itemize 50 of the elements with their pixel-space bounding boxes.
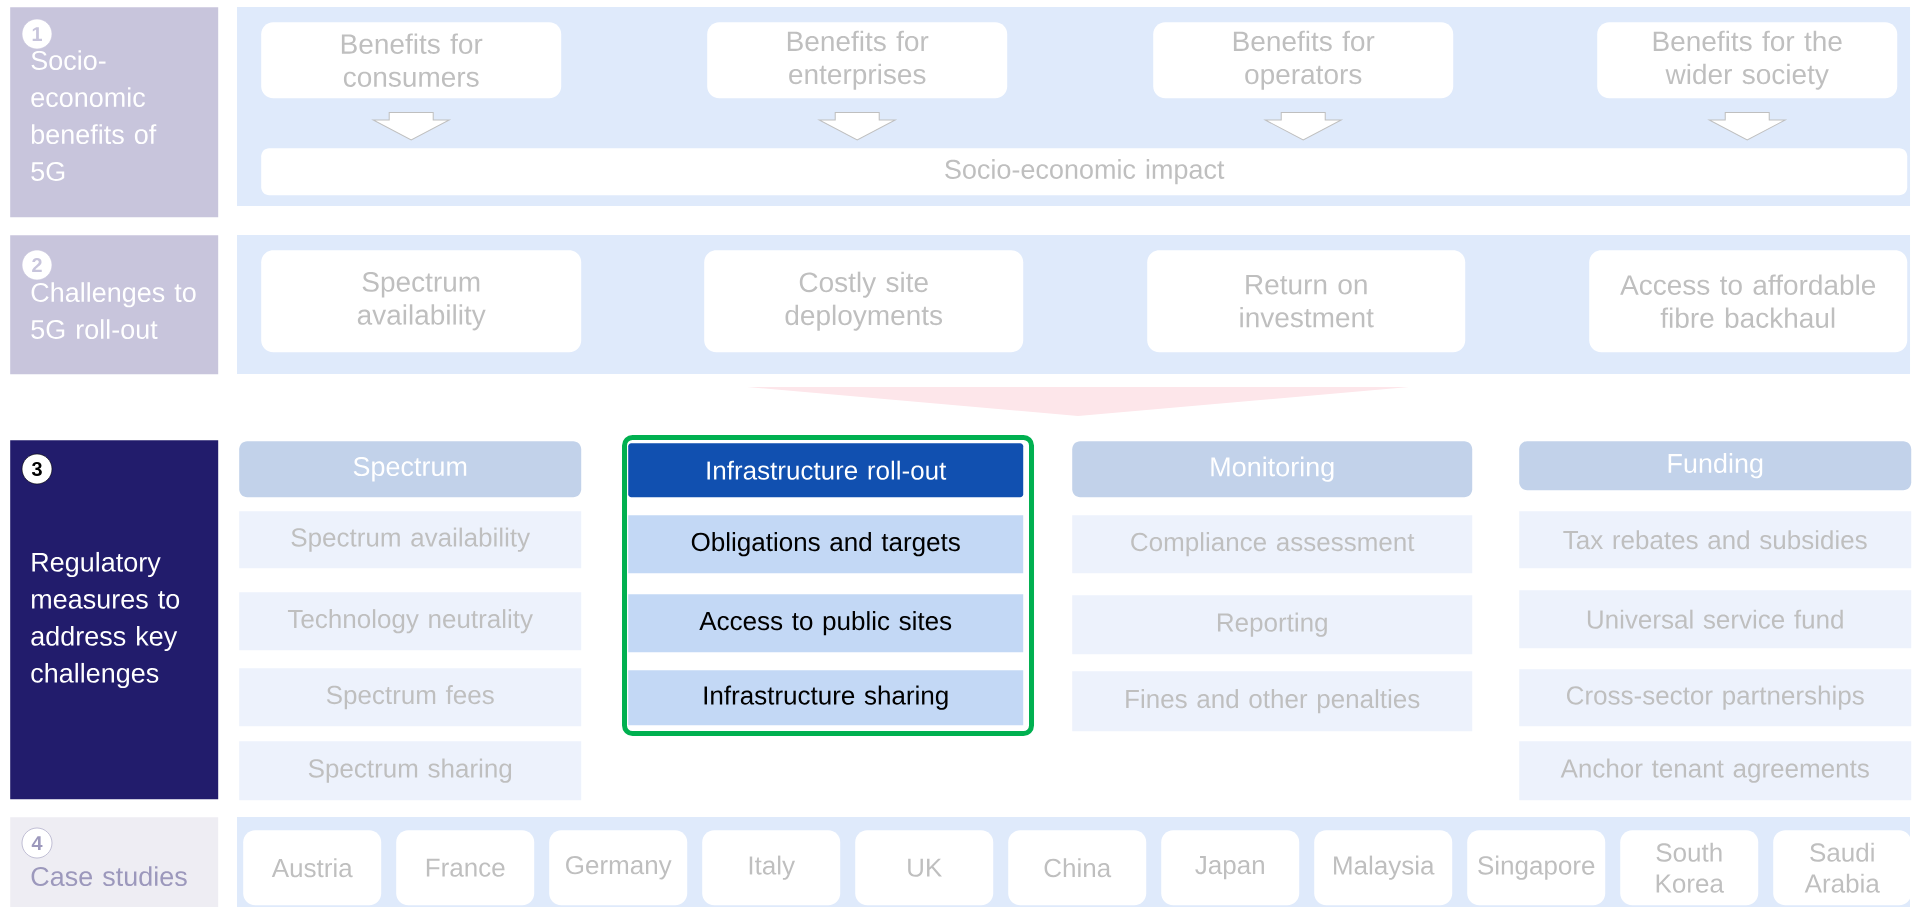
text-box: Spectrum availability <box>261 250 582 353</box>
number-badge: 1 <box>21 18 53 50</box>
measure-cell: Obligations and targets <box>628 515 1024 574</box>
country-box: China <box>1008 830 1147 906</box>
measure-cell: Spectrum sharing <box>239 741 582 801</box>
column-header: Spectrum <box>239 441 582 498</box>
country-box: Italy <box>702 830 841 906</box>
measure-cell: Infrastructure sharing <box>628 670 1024 726</box>
impact-box: Socio-economic impact <box>261 148 1908 196</box>
number-badge: 3 <box>21 453 53 485</box>
number-badge: 4 <box>21 827 53 859</box>
column-header: Infrastructure roll-out <box>628 443 1024 498</box>
text-box: Benefits for consumers <box>261 22 562 99</box>
country-box: Singapore <box>1467 830 1606 906</box>
measure-cell: Access to public sites <box>628 594 1024 653</box>
measure-cell: Spectrum fees <box>239 668 582 727</box>
node-label: Access to affordable fibre backhaul <box>1620 274 1876 328</box>
node-label: Saudi Arabia <box>1804 842 1880 893</box>
text-box: Benefits for operators <box>1153 22 1454 99</box>
node-label: Socio-economic impact <box>945 159 1225 185</box>
text-box: Return on investment <box>1147 250 1466 353</box>
text-box: Access to affordable fibre backhaul <box>1589 250 1908 353</box>
column-header: Monitoring <box>1072 441 1473 498</box>
country-box: Germany <box>549 830 688 906</box>
measure-cell: Tax rebates and subsidies <box>1519 511 1912 569</box>
measure-cell: Cross-sector partnerships <box>1519 669 1912 727</box>
text-box: Benefits for enterprises <box>707 22 1008 99</box>
column-header: Funding <box>1519 441 1912 491</box>
country-box: Saudi Arabia <box>1773 830 1912 906</box>
block-arrow <box>1264 111 1342 141</box>
measure-cell: Anchor tenant agreements <box>1519 741 1912 801</box>
country-box: UK <box>855 830 994 906</box>
block-arrow <box>1708 111 1786 141</box>
measure-cell: Reporting <box>1072 595 1473 655</box>
country-box: Japan <box>1161 830 1300 906</box>
highlight-frame <box>622 435 1034 736</box>
measure-cell: Universal service fund <box>1519 590 1912 649</box>
measure-cell: Spectrum availability <box>239 511 582 569</box>
text-box: Costly site deployments <box>704 250 1024 353</box>
country-box: Malaysia <box>1314 830 1453 906</box>
block-arrow <box>818 111 896 141</box>
text-box: Benefits for the wider society <box>1597 22 1898 99</box>
country-box: South Korea <box>1620 830 1759 906</box>
number-badge: 2 <box>21 249 53 281</box>
measure-cell: Fines and other penalties <box>1072 671 1473 732</box>
measure-cell: Compliance assessment <box>1072 515 1473 574</box>
country-box: Austria <box>243 830 382 906</box>
block-arrow <box>372 111 450 141</box>
measure-cell: Technology neutrality <box>239 592 582 651</box>
country-box: France <box>396 830 535 906</box>
